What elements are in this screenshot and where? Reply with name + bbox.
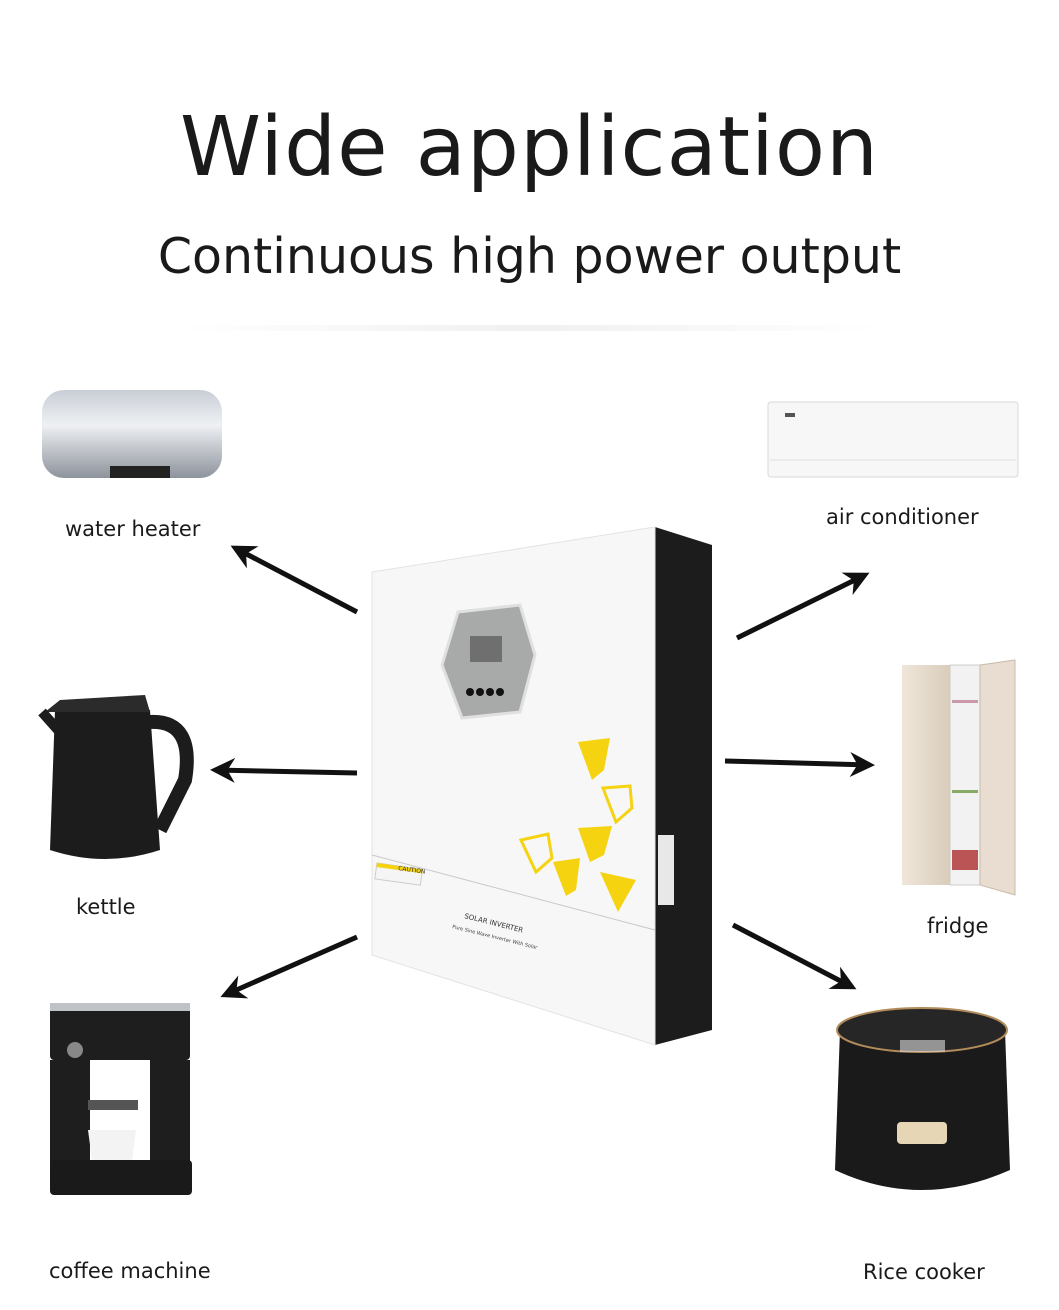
label-water-heater: water heater	[65, 517, 201, 541]
water-heater-icon	[42, 390, 222, 478]
caution-label: CAUTION	[398, 865, 426, 876]
label-air-conditioner: air conditioner	[826, 505, 979, 529]
arrow-to-fridge	[724, 751, 875, 777]
arrow-to-kettle	[210, 757, 358, 783]
label-rice-cooker: Rice cooker	[863, 1260, 985, 1284]
air-conditioner-icon	[767, 401, 1019, 478]
rice-cooker-icon	[835, 1007, 1010, 1190]
divider	[180, 325, 880, 331]
label-kettle: kettle	[76, 895, 136, 919]
solar-inverter-image: CAUTION SOLAR INVERTER Pure Sine Wave In…	[371, 526, 712, 1046]
arrow-to-water-heater	[230, 545, 359, 615]
label-coffee-machine: coffee machine	[49, 1259, 211, 1283]
fridge-icon	[902, 659, 1016, 896]
label-fridge: fridge	[927, 914, 989, 938]
page-subtitle: Continuous high power output	[157, 228, 902, 285]
arrow-to-rice-cooker	[731, 922, 857, 990]
page-title: Wide application	[180, 100, 879, 195]
arrow-to-coffee-machine	[220, 934, 359, 999]
coffee-machine-icon	[50, 1003, 192, 1195]
arrow-to-air-conditioner	[735, 572, 870, 641]
kettle-icon	[38, 695, 194, 859]
